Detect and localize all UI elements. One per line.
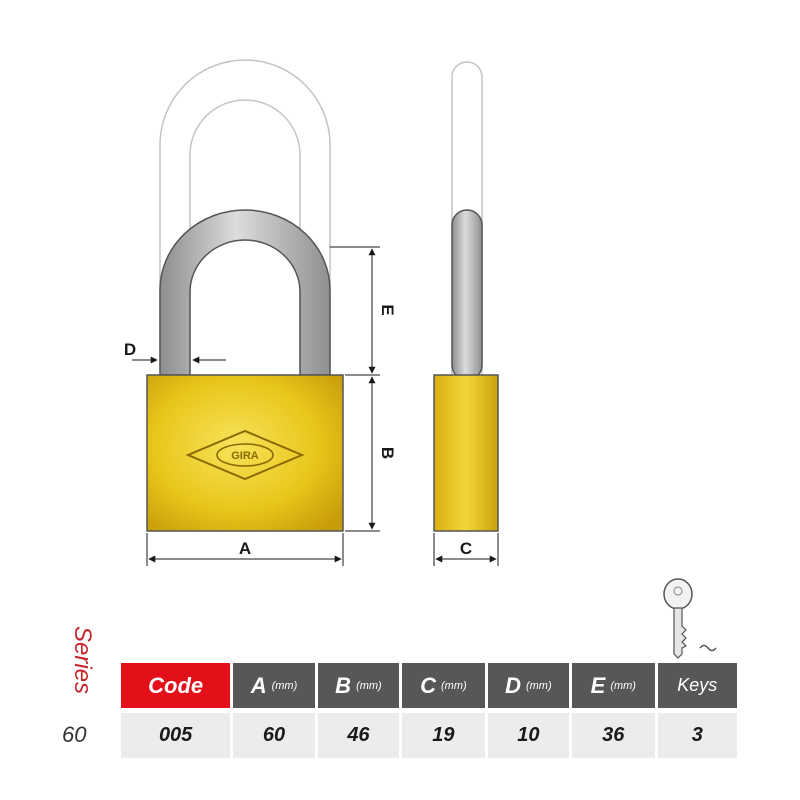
dimension-c-label: C	[460, 539, 472, 558]
extended-shackle-outline	[159, 59, 331, 372]
brand-text: GIRA	[231, 450, 259, 462]
dimension-d-label: D	[124, 340, 136, 359]
dimension-e-label: E	[378, 304, 397, 315]
padlock-body-front	[146, 374, 344, 532]
value-d: 10	[487, 713, 570, 758]
closed-shackle	[159, 209, 331, 376]
header-d: D(mm)	[487, 663, 570, 708]
spec-table-header: Code A(mm) B(mm) C(mm) D(mm) E(mm) Keys	[121, 663, 737, 708]
header-a: A(mm)	[233, 663, 315, 708]
value-e: 36	[572, 713, 655, 758]
series-number: 60	[62, 722, 87, 747]
padlock-body-side	[433, 374, 499, 532]
header-b: B(mm)	[317, 663, 400, 708]
header-c: C(mm)	[402, 663, 485, 708]
spec-table: Code A(mm) B(mm) C(mm) D(mm) E(mm) Keys …	[121, 663, 737, 758]
value-b: 46	[317, 713, 400, 758]
extended-shackle-inner-outline	[189, 99, 301, 372]
value-keys: 3	[657, 713, 737, 758]
dimension-c	[433, 533, 499, 566]
series-label: Series	[69, 625, 96, 695]
value-code: 005	[121, 713, 231, 758]
value-c: 19	[402, 713, 485, 758]
brand-emblem: GIRA	[185, 429, 305, 481]
dimension-b-label: B	[378, 447, 397, 459]
value-a: 60	[233, 713, 315, 758]
dimension-a-label: A	[239, 539, 251, 558]
spec-table-row: 005 60 46 19 10 36 3	[121, 713, 737, 758]
header-e: E(mm)	[572, 663, 655, 708]
side-shackle	[451, 209, 483, 381]
dimension-e	[330, 246, 380, 374]
dimension-a	[146, 533, 344, 566]
header-code: Code	[121, 663, 231, 708]
header-keys: Keys	[657, 663, 737, 708]
dimension-b	[345, 374, 380, 532]
key-icon	[663, 578, 717, 659]
